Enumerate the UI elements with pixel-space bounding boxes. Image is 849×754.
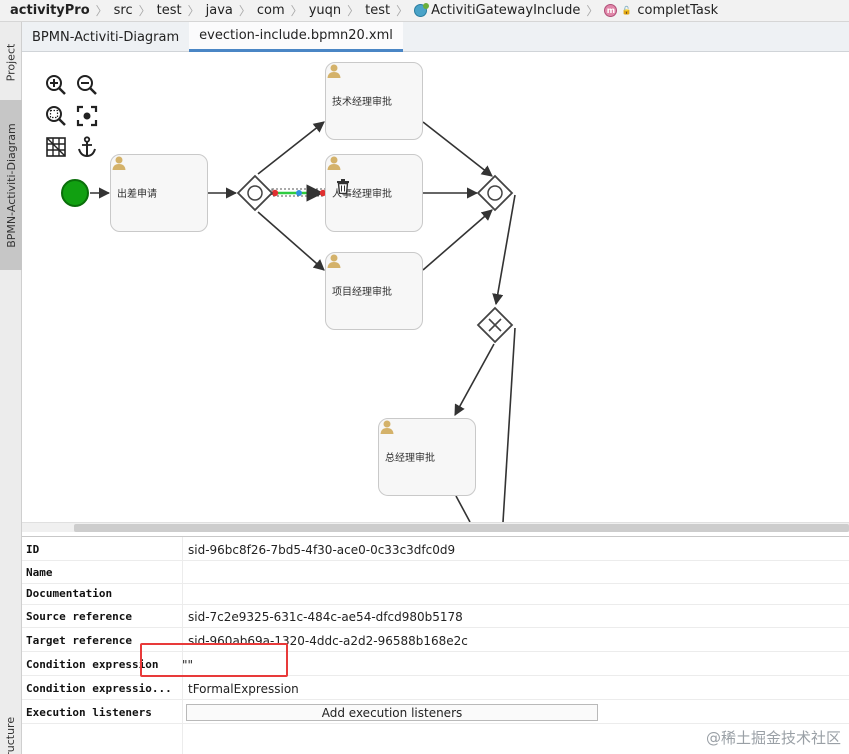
scrollbar-thumb[interactable]: [74, 524, 849, 532]
breadcrumb-separator: 〉: [238, 4, 251, 18]
user-icon: [327, 254, 341, 268]
flow-project-to-join[interactable]: [422, 209, 493, 271]
user-icon: [112, 156, 126, 170]
property-key: Documentation: [26, 587, 113, 600]
start-event[interactable]: [61, 179, 89, 207]
tab-bpmn-activiti-diagram[interactable]: BPMN-Activiti-Diagram: [32, 29, 180, 45]
breadcrumb-separator: 〉: [347, 4, 360, 18]
flow-exclusive-to-general[interactable]: [454, 343, 495, 416]
zoom-in-icon[interactable]: [44, 73, 68, 97]
breadcrumb: activityPro 〉 src 〉 test 〉 java 〉 com 〉 yuqn 〉…: [0, 0, 849, 22]
task-general-manager[interactable]: 总经理审批: [378, 418, 476, 496]
task-apply[interactable]: 出差申请: [110, 154, 208, 232]
left-tool-stripe: Project BPMN-Activiti-Diagram Structure: [0, 22, 22, 754]
method-icon: m: [604, 4, 618, 17]
property-row-name[interactable]: Name: [22, 562, 849, 584]
canvas-horizontal-scrollbar[interactable]: [22, 522, 849, 532]
user-icon: [380, 420, 394, 434]
watermark: @稀土掘金技术社区: [705, 729, 841, 747]
property-key: Target reference: [26, 634, 132, 647]
flow-tech-to-join[interactable]: [422, 121, 493, 177]
breadcrumb-class[interactable]: ActivitiGatewayInclude: [414, 3, 580, 18]
breadcrumb-item-yuqn[interactable]: yuqn: [308, 3, 342, 18]
tab-evection-include-xml[interactable]: evection-include.bpmn20.xml: [189, 22, 403, 52]
tool-tab-structure-label: Structure: [4, 716, 18, 754]
class-icon: [414, 3, 430, 17]
breadcrumb-project[interactable]: activityPro: [10, 3, 90, 18]
property-value[interactable]: sid-7c2e9325-631c-484c-ae54-dfcd980b5178: [188, 610, 463, 624]
flow-gateway-to-project[interactable]: [257, 211, 325, 271]
zoom-fit-icon[interactable]: [44, 104, 68, 128]
breadcrumb-separator: 〉: [187, 4, 200, 18]
tool-tab-bpmn-diagram-label: BPMN-Activiti-Diagram: [4, 122, 18, 248]
breadcrumb-item-test-pkg[interactable]: test: [365, 3, 391, 18]
task-project-manager[interactable]: 项目经理审批: [325, 252, 423, 330]
property-value[interactable]: "": [182, 658, 194, 672]
breadcrumb-separator: 〉: [586, 4, 599, 18]
task-label: 项目经理审批: [332, 287, 392, 298]
tool-tab-project[interactable]: Project: [0, 30, 22, 94]
zoom-actual-icon[interactable]: [75, 104, 99, 128]
task-label: 总经理审批: [385, 453, 435, 464]
property-row-documentation[interactable]: Documentation: [22, 583, 849, 605]
bpmn-canvas[interactable]: 出差申请 技术经理审批 人事经理审批 项目经理审批 总经理审批: [22, 52, 849, 522]
flow-general-down[interactable]: [455, 495, 471, 522]
property-key: Execution listeners: [26, 706, 152, 719]
breadcrumb-separator: 〉: [95, 4, 108, 18]
property-value[interactable]: sid-96bc8f26-7bd5-4f30-ace0-0c33c3dfc0d9: [188, 543, 456, 557]
property-key: Condition expression: [26, 658, 159, 671]
breadcrumb-separator: 〉: [290, 4, 303, 18]
property-key: ID: [26, 543, 40, 556]
property-value[interactable]: sid-960ab69a-1320-4ddc-a2d2-96588b168e2c: [188, 634, 468, 648]
exclusive-gateway[interactable]: [476, 306, 514, 344]
property-row-execution-listeners[interactable]: Execution listeners Add execution listene…: [22, 702, 849, 724]
user-icon: [327, 156, 341, 170]
anchor-icon[interactable]: [75, 135, 99, 159]
breadcrumb-separator: 〉: [138, 4, 151, 18]
task-label: 人事经理审批: [332, 189, 392, 200]
flow-gateway-to-tech[interactable]: [257, 121, 325, 175]
lock-icon: 🔓: [621, 6, 632, 15]
editor-tab-bar: BPMN-Activiti-Diagram evection-include.b…: [22, 22, 849, 52]
inclusive-gateway-join[interactable]: [476, 174, 514, 212]
breadcrumb-method[interactable]: m🔓 completTask: [604, 3, 718, 18]
property-value[interactable]: tFormalExpression: [188, 682, 299, 696]
breadcrumb-method-label: completTask: [637, 3, 719, 18]
property-row-condition-expression[interactable]: Condition expression "": [22, 654, 849, 676]
breadcrumb-class-label: ActivitiGatewayInclude: [431, 3, 581, 18]
flow-exclusive-down[interactable]: [502, 327, 516, 522]
properties-panel: ID sid-96bc8f26-7bd5-4f30-ace0-0c33c3dfc0…: [22, 536, 849, 754]
breadcrumb-separator: 〉: [396, 4, 409, 18]
user-icon: [327, 64, 341, 78]
property-row-target-reference[interactable]: Target reference sid-960ab69a-1320-4ddc-a…: [22, 630, 849, 652]
breadcrumb-item-src[interactable]: src: [113, 3, 133, 18]
flow-handle-start[interactable]: [271, 189, 279, 197]
breadcrumb-item-java[interactable]: java: [205, 3, 233, 18]
tool-tab-structure[interactable]: Structure: [0, 712, 22, 754]
tool-tab-bpmn-diagram[interactable]: BPMN-Activiti-Diagram: [0, 100, 22, 270]
add-execution-listeners-button[interactable]: Add execution listeners: [186, 704, 598, 721]
property-key: Condition expressio...: [26, 682, 172, 695]
property-row-source-reference[interactable]: Source reference sid-7c2e9325-631c-484c-a…: [22, 606, 849, 628]
breadcrumb-item-test[interactable]: test: [156, 3, 182, 18]
tool-tab-project-label: Project: [4, 43, 18, 81]
property-key: Name: [26, 566, 53, 579]
property-row-condition-expression-type[interactable]: Condition expressio... tFormalExpression: [22, 678, 849, 700]
property-row-id[interactable]: ID sid-96bc8f26-7bd5-4f30-ace0-0c33c3dfc0…: [22, 539, 849, 561]
task-tech-manager[interactable]: 技术经理审批: [325, 62, 423, 140]
trash-icon[interactable]: [336, 179, 350, 194]
breadcrumb-item-com[interactable]: com: [256, 3, 285, 18]
flow-handle-end[interactable]: [319, 189, 327, 197]
task-label: 技术经理审批: [332, 97, 392, 108]
column-divider: [182, 537, 183, 754]
grid-icon[interactable]: [44, 135, 68, 159]
flow-join-to-exclusive[interactable]: [492, 194, 516, 306]
property-key: Source reference: [26, 610, 132, 623]
zoom-out-icon[interactable]: [75, 73, 99, 97]
inclusive-gateway-split[interactable]: [236, 174, 274, 212]
task-label: 出差申请: [117, 189, 157, 200]
flow-handle-mid[interactable]: [296, 190, 302, 196]
task-hr-manager[interactable]: 人事经理审批: [325, 154, 423, 232]
